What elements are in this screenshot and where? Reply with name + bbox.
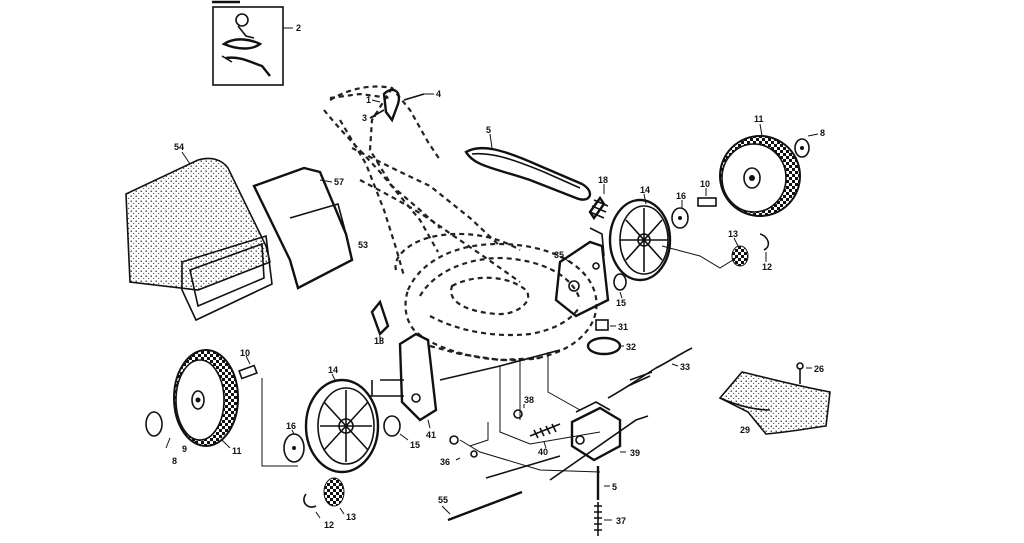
callout-18-upper: 18 — [598, 175, 608, 185]
part-10-axle-bolt-upper — [697, 188, 717, 207]
callout-38: 38 — [524, 395, 534, 405]
part-12-clip-lower — [303, 493, 321, 519]
part-29-rear-deflector — [718, 371, 831, 435]
rear-axle-assembly — [439, 349, 601, 473]
part-12-clip-upper — [759, 233, 770, 262]
callout-39: 39 — [630, 448, 640, 458]
part-39-transmission — [485, 401, 649, 481]
part-14-gear-wheel-lower — [304, 373, 380, 474]
part-5-drive-belt — [464, 133, 592, 201]
callout-8-lower: 8 — [172, 456, 177, 466]
part-16-washer-upper — [671, 200, 689, 229]
callout-55: 55 — [438, 495, 448, 505]
part-37-spring — [594, 502, 612, 536]
callout-29: 29 — [740, 425, 750, 435]
part-32-pulley — [586, 336, 624, 356]
part-35-height-bracket-upper — [554, 227, 610, 318]
callout-31: 31 — [618, 322, 628, 332]
callout-12-lower: 12 — [324, 520, 334, 530]
callout-26: 26 — [814, 364, 824, 374]
callout-41: 41 — [426, 430, 436, 440]
callout-3: 3 — [362, 113, 367, 123]
part-8-hubcap-lower — [145, 411, 171, 449]
part-18-spring-lower — [370, 299, 390, 344]
part-2-cable-kit — [212, 6, 293, 86]
part-15-nut-upper — [613, 273, 627, 299]
part-10-axle-bolt-lower — [238, 355, 258, 380]
part-26-screw — [796, 362, 812, 384]
callout-54: 54 — [174, 142, 184, 152]
part-55-rod — [441, 490, 523, 522]
callout-16-lower: 16 — [286, 421, 296, 431]
callout-40: 40 — [538, 447, 548, 457]
callout-8-upper: 8 — [820, 128, 825, 138]
callout-13-lower: 13 — [346, 512, 356, 522]
part-13-pinion-upper — [731, 237, 749, 267]
callout-53: 53 — [358, 240, 368, 250]
callout-36: 36 — [440, 457, 450, 467]
part-1-control-lever — [369, 88, 434, 123]
callout-11-lower: 11 — [232, 446, 242, 456]
part-18-spring-upper — [588, 184, 609, 221]
callout-4: 4 — [436, 89, 441, 99]
part-8-hubcap — [794, 133, 819, 158]
callout-labels: 2 4 1 3 5 11 8 54 57 53 18 14 16 10 13 1… — [172, 23, 825, 530]
part-36-washer — [449, 435, 478, 461]
callout-18-lower: 18 — [374, 336, 384, 346]
callout-16-upper: 16 — [676, 191, 686, 201]
part-38-pin — [513, 404, 525, 419]
part-14-gear-wheel-upper — [608, 193, 672, 282]
callout-12-upper: 12 — [762, 262, 772, 272]
part-5-drive-shaft — [596, 466, 610, 500]
callout-5: 5 — [486, 125, 491, 135]
callout-1: 1 — [366, 95, 371, 105]
part-31-bolt — [595, 319, 616, 331]
part-11-wheel-rear — [719, 123, 801, 217]
handle-assembly-dashed — [323, 85, 521, 283]
mower-deck-dashed — [394, 232, 598, 362]
callout-14-lower: 14 — [328, 365, 338, 375]
callout-10-upper: 10 — [700, 179, 710, 189]
callout-15-upper: 15 — [616, 298, 626, 308]
callout-13-upper: 13 — [728, 229, 738, 239]
callout-35: 35 — [554, 250, 564, 260]
callout-14-upper: 14 — [640, 185, 650, 195]
part-16-washer-lower — [283, 429, 305, 463]
callout-9: 9 — [182, 444, 187, 454]
callout-5-lower: 5 — [612, 482, 617, 492]
callout-33: 33 — [680, 362, 690, 372]
callout-11-upper: 11 — [754, 114, 764, 124]
part-57-bag-frame — [252, 166, 354, 290]
part-13-pinion-lower — [323, 477, 345, 515]
callout-2: 2 — [296, 23, 301, 33]
part-33-drive-cable — [607, 347, 693, 399]
callout-57: 57 — [334, 177, 344, 187]
part-54-grass-catcher-bag — [125, 151, 273, 322]
part-11-wheel-front — [173, 349, 239, 449]
callout-32: 32 — [626, 342, 636, 352]
part-41-height-bracket-lower — [370, 332, 438, 429]
callout-10-lower: 10 — [240, 348, 250, 358]
callout-15-lower: 15 — [410, 440, 420, 450]
part-15-nut-lower — [383, 415, 409, 441]
part-40-spring — [529, 423, 561, 449]
callout-37: 37 — [616, 516, 626, 526]
